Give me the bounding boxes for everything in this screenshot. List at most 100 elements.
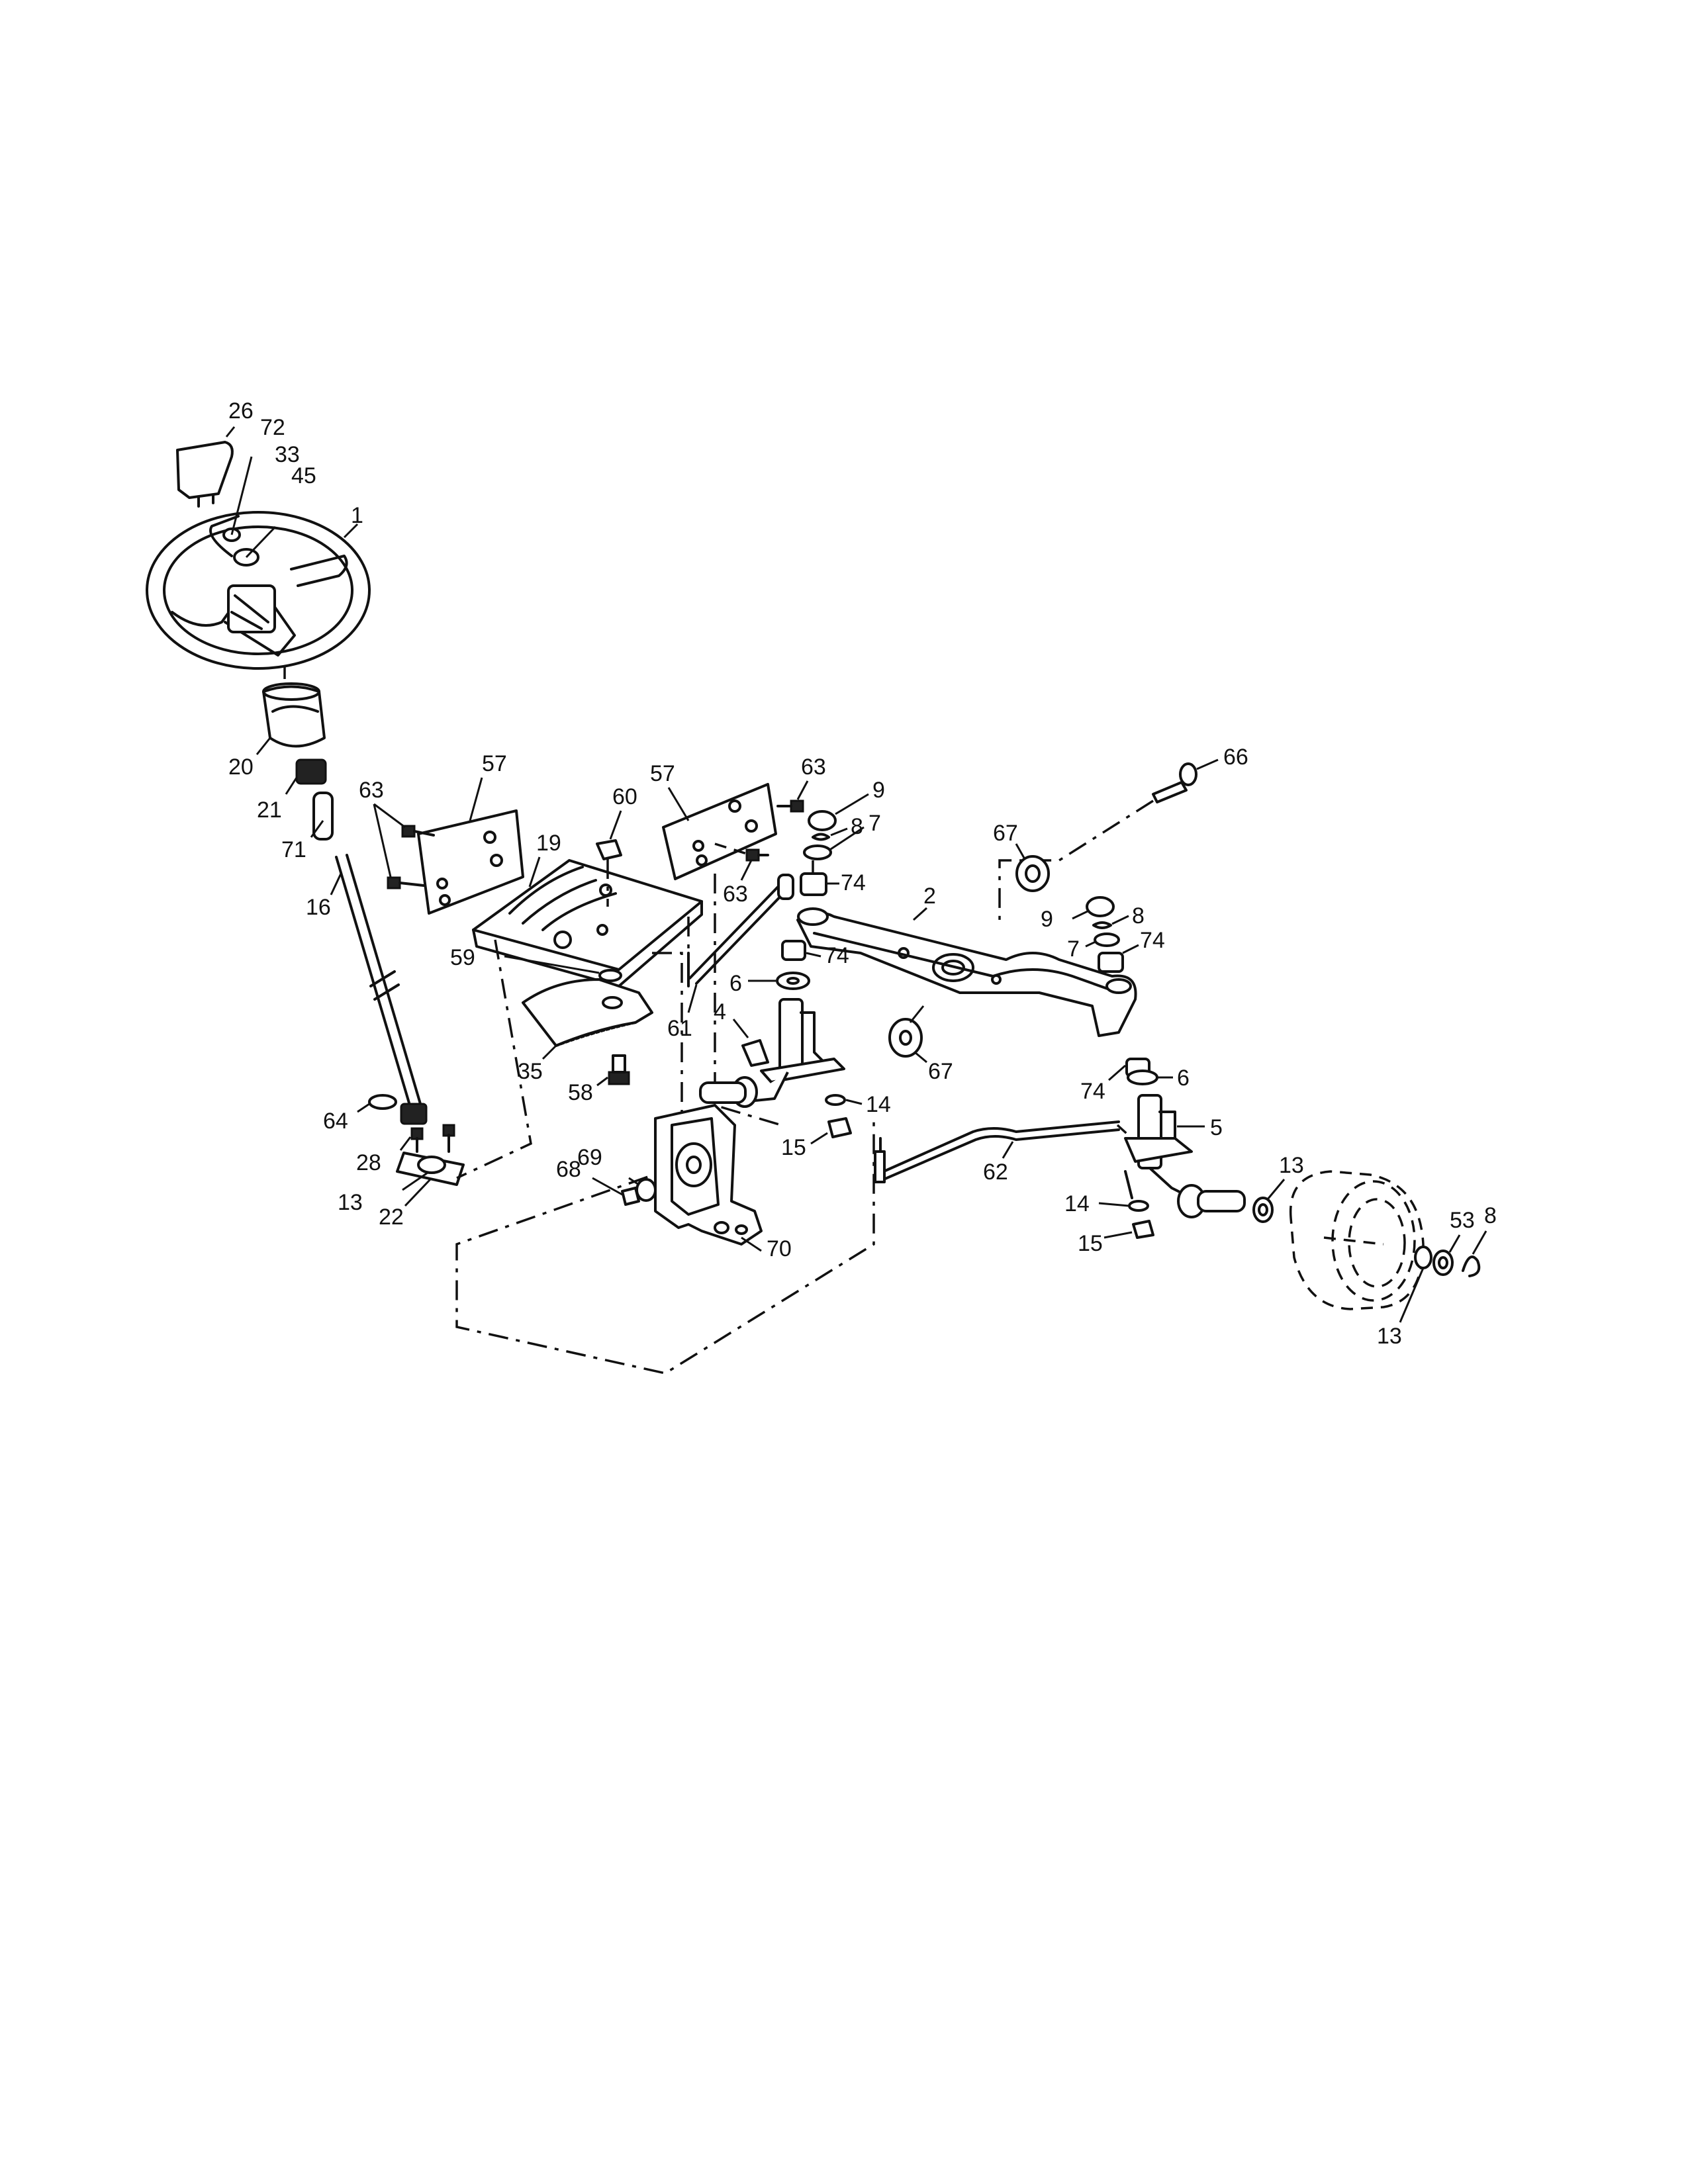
nut-15-right — [1103, 1220, 1154, 1239]
sector-gear — [522, 978, 653, 1060]
callout-63-left: 63 — [359, 778, 384, 803]
callout-57-left: 57 — [482, 751, 507, 776]
callout-63-top: 63 — [801, 754, 826, 780]
callout-5: 5 — [1210, 1115, 1223, 1140]
callout-14-right: 14 — [1064, 1191, 1090, 1216]
spacer-67-top — [1015, 843, 1050, 892]
callout-7-right: 7 — [1067, 936, 1080, 962]
callout-8-right: 8 — [1132, 903, 1145, 929]
callout-9-top: 9 — [872, 778, 885, 803]
callout-8-outer: 8 — [1484, 1203, 1497, 1228]
callout-69: 69 — [577, 1145, 602, 1170]
steering-wheel — [146, 456, 371, 670]
callout-71: 71 — [281, 837, 306, 862]
bolt-28 — [399, 1124, 455, 1153]
nut-15-left — [810, 1117, 852, 1145]
steering-cap — [176, 426, 236, 508]
support-plate — [472, 856, 703, 987]
callout-14-left: 14 — [866, 1092, 891, 1117]
washer-53 — [1432, 1234, 1461, 1276]
callout-35: 35 — [518, 1059, 543, 1084]
callout-60: 60 — [612, 784, 637, 809]
callout-61: 61 — [667, 1016, 692, 1041]
callout-9-right: 9 — [1041, 907, 1053, 932]
bushing-74-left — [781, 940, 821, 961]
callout-8-top: 8 — [851, 814, 863, 839]
washer-13-outer — [1399, 1246, 1432, 1323]
callout-67-top: 67 — [993, 821, 1018, 846]
front-wheel — [1289, 1170, 1425, 1310]
callout-16: 16 — [306, 895, 331, 920]
callout-70: 70 — [767, 1236, 792, 1261]
ring-8-right — [1092, 915, 1129, 929]
callout-15-left: 15 — [781, 1135, 806, 1160]
callout-74-left: 74 — [824, 943, 849, 968]
callout-72: 72 — [260, 415, 285, 440]
ring-8-top — [812, 827, 848, 841]
ring-8-outer — [1462, 1230, 1487, 1277]
bushing-74-right — [1098, 944, 1139, 973]
spindle-left — [699, 998, 845, 1108]
cap-9-right — [1072, 896, 1115, 920]
callout-58: 58 — [568, 1080, 593, 1105]
callout-13-left: 13 — [338, 1190, 363, 1215]
callout-7-top: 7 — [868, 811, 881, 836]
callout-21: 21 — [257, 797, 282, 823]
callout-1: 1 — [351, 503, 363, 528]
bolts-63-right — [714, 780, 809, 881]
callout-33: 33 — [275, 442, 300, 467]
steering-shaft — [330, 854, 428, 1125]
bolt-66 — [1152, 758, 1219, 803]
callout-67-mid: 67 — [928, 1059, 953, 1084]
washer-13-hub — [1252, 1179, 1286, 1223]
front-axle — [796, 907, 1137, 1037]
callout-13-outer: 13 — [1377, 1324, 1402, 1349]
callout-6-left: 6 — [729, 971, 742, 996]
callout-74-top: 74 — [841, 870, 866, 895]
nut-60 — [596, 810, 622, 860]
tie-rod — [874, 1120, 1120, 1183]
steering-plate — [654, 1104, 763, 1252]
steering-column-housing — [256, 682, 326, 755]
callout-2: 2 — [923, 884, 936, 909]
steering-gear — [285, 758, 327, 795]
bracket-22 — [396, 1152, 465, 1207]
callout-45: 45 — [291, 463, 316, 488]
callout-74-right: 74 — [1140, 928, 1165, 953]
bolts-63-left — [373, 803, 435, 889]
callout-19: 19 — [536, 831, 561, 856]
washer-7-right — [1085, 933, 1120, 948]
callout-59: 59 — [450, 945, 475, 970]
callout-66: 66 — [1223, 745, 1248, 770]
callout-28: 28 — [356, 1150, 381, 1175]
callout-57-right: 57 — [650, 761, 675, 786]
washer-6-right — [1127, 1069, 1173, 1085]
bushing-74-top — [800, 872, 839, 896]
spacer-67-mid — [888, 1005, 927, 1064]
nut-68 — [592, 1177, 640, 1206]
mounting-plate-right — [662, 783, 777, 880]
callout-64: 64 — [323, 1109, 348, 1134]
callout-22: 22 — [379, 1205, 404, 1230]
callout-labels: 26 72 33 45 1 20 21 71 16 64 28 13 22 63… — [228, 398, 1497, 1349]
callout-68: 68 — [556, 1157, 581, 1182]
callout-13-hub: 13 — [1279, 1153, 1304, 1178]
spindle-right — [1124, 1094, 1246, 1218]
washer-7-top — [803, 826, 865, 860]
drag-link — [687, 874, 794, 1013]
callout-26: 26 — [228, 398, 254, 424]
washer-14-right — [1098, 1170, 1149, 1212]
washer-59 — [504, 955, 622, 982]
mounting-plate-left — [417, 777, 524, 915]
bolt-58 — [596, 1054, 630, 1087]
washer-6-left — [748, 972, 810, 990]
callout-63-mid: 63 — [723, 882, 748, 907]
cap-9-top — [808, 793, 869, 831]
callout-4: 4 — [714, 999, 726, 1024]
callout-53: 53 — [1450, 1208, 1475, 1233]
clip-64 — [357, 1094, 397, 1113]
bushing-71 — [310, 792, 334, 841]
callout-62: 62 — [983, 1160, 1008, 1185]
callout-6-right: 6 — [1177, 1066, 1190, 1091]
